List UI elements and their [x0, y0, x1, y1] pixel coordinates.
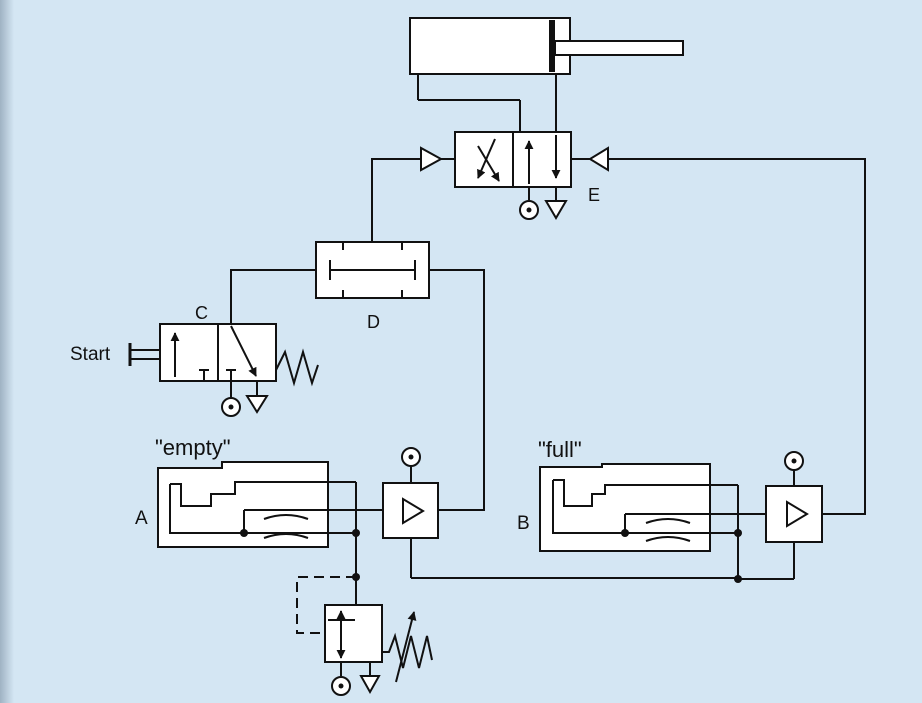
- valve-e-label: E: [588, 185, 600, 205]
- exhaust-e: [544, 200, 568, 220]
- adjustable-arrow: [395, 611, 417, 683]
- valve-c-label: C: [195, 303, 208, 323]
- empty-label: "empty": [155, 435, 231, 460]
- sensor-a-label: A: [135, 508, 148, 529]
- spring-regulator: [382, 632, 433, 669]
- sensor-b-label: B: [517, 513, 530, 534]
- double-acting-cylinder: [409, 17, 684, 132]
- spring-c: [275, 348, 319, 387]
- full-label: "full": [538, 437, 582, 462]
- cylinder-piston: [549, 20, 555, 72]
- start-label: Start: [70, 344, 111, 365]
- amplifier-a: [382, 447, 439, 578]
- memory-element-d: [315, 241, 430, 299]
- exhaust-regulator: [359, 675, 381, 695]
- memory-d-label: D: [367, 312, 380, 332]
- exhaust-c: [245, 395, 269, 414]
- amplifier-b: [765, 451, 823, 579]
- level-sensor-a: [157, 461, 383, 581]
- pressure-regulating-valve: [296, 576, 433, 696]
- start-valve-c: [128, 323, 319, 417]
- page-edge-shading: [0, 0, 14, 703]
- level-sensor-b: [539, 463, 766, 583]
- valve-e: [420, 131, 609, 220]
- pilot-line-dashed: [296, 576, 356, 634]
- connection-lines: [230, 158, 866, 580]
- cylinder-rod: [554, 40, 684, 56]
